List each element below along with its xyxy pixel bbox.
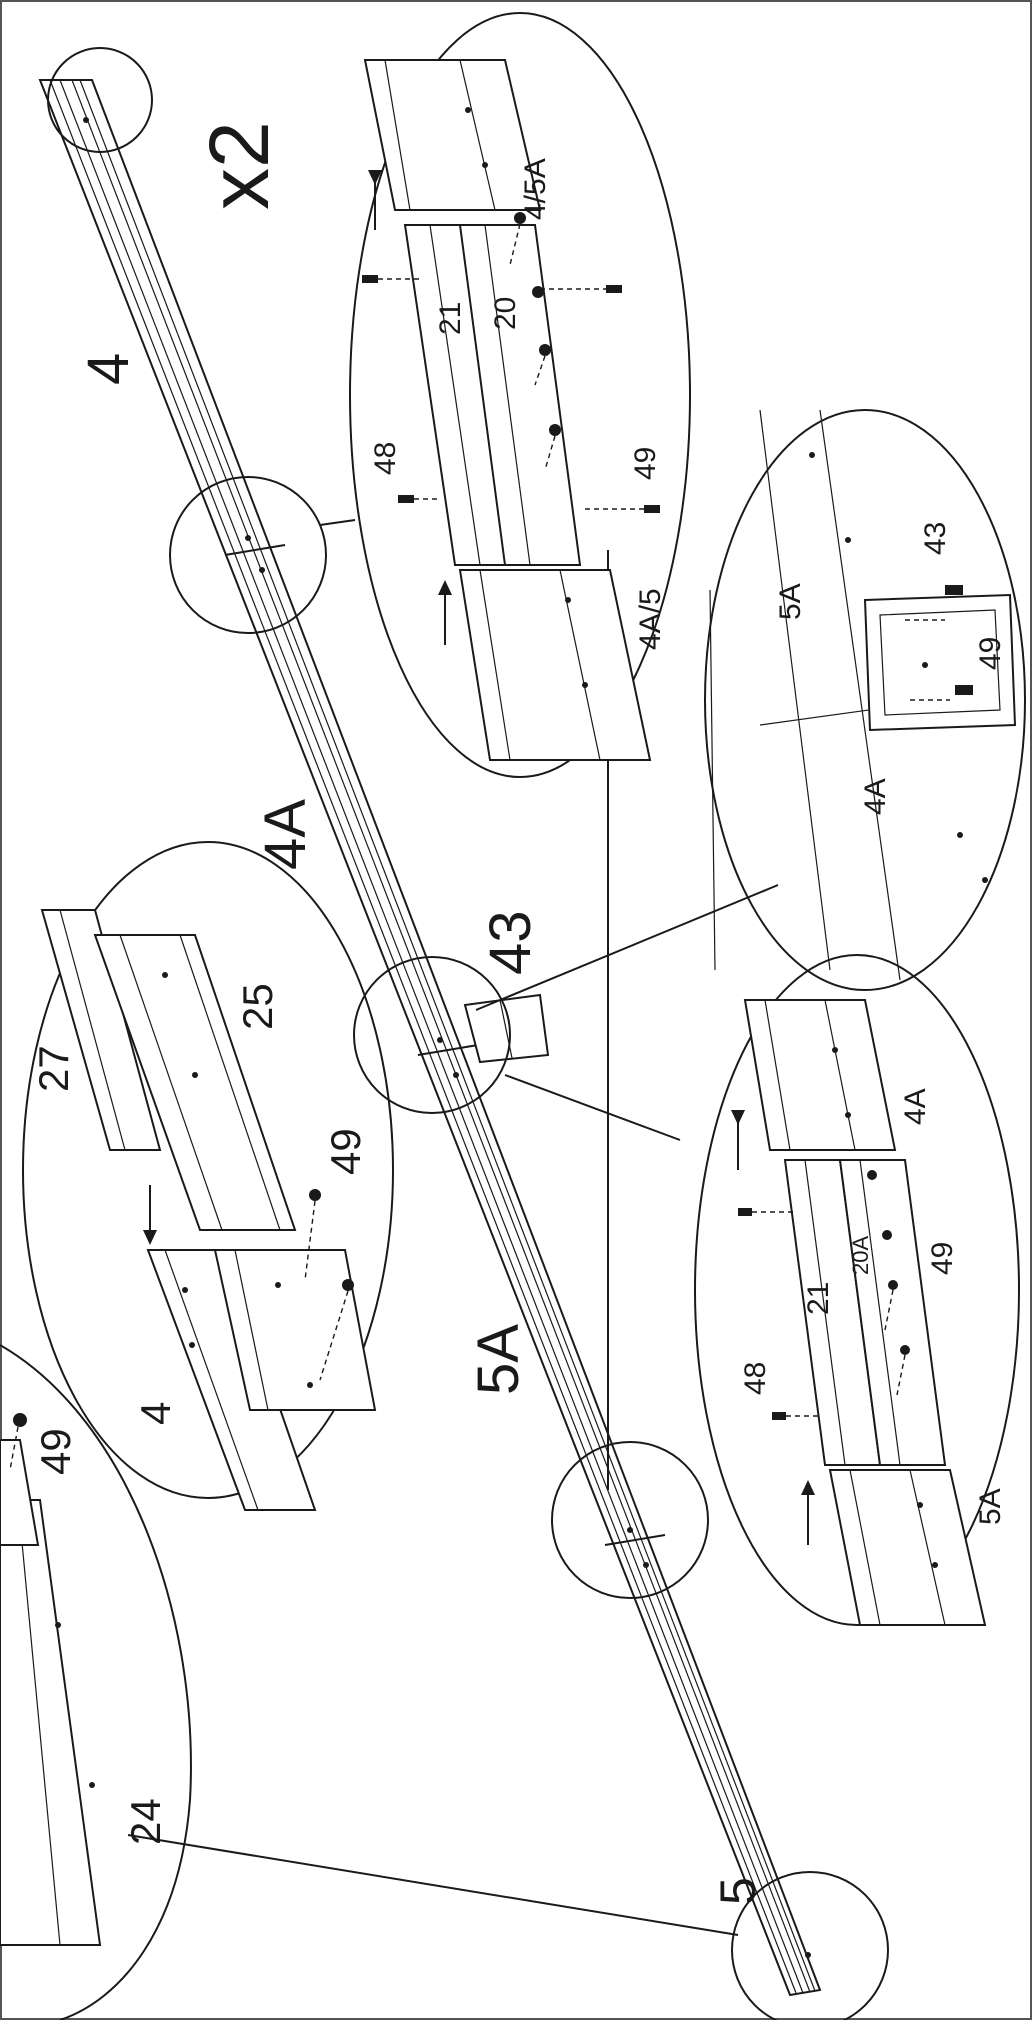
detail-mr-label-bolt: 49 (974, 637, 1007, 670)
detail-br-label-bolt-a: 48 (739, 1362, 772, 1395)
bracket-43-main (463, 993, 550, 1064)
label-part-4: 4 (76, 353, 141, 385)
detail-tr-label-nut: 20 (489, 297, 522, 330)
detail-tl-label-end-cap: 25 (234, 983, 281, 1030)
detail-tr-label-right-rail: 4/5A (519, 158, 552, 220)
callout-circle-bracket (353, 956, 511, 1114)
label-quantity: x2 (192, 121, 286, 210)
main-rail (38, 79, 822, 1997)
detail-tr-label-splice: 21 (434, 302, 467, 335)
detail-bottom-left: 49 24 (0, 1344, 192, 2021)
detail-tr-label-left-rail: 4A/5 (634, 588, 667, 650)
callout-circle-end-4 (47, 47, 153, 153)
detail-top-left: 27 25 49 4 (22, 841, 394, 1511)
bolts-bottom-right (738, 1170, 910, 1420)
label-part-5a: 5A (466, 1324, 531, 1395)
callout-circle-end-5 (731, 1871, 889, 2025)
label-part-5: 5 (710, 1877, 766, 1905)
detail-mr-label-right-rail: 4A (859, 778, 892, 815)
detail-br-label-bolt-b: 49 (926, 1242, 959, 1275)
callout-circle-joint-lower (551, 1441, 709, 1599)
detail-br-label-nut: 20A (848, 1236, 873, 1275)
detail-middle-right: 5A 43 49 4A (704, 409, 1026, 991)
bolts-top-right (362, 212, 660, 513)
label-part-43: 43 (478, 910, 543, 975)
callout-circle-joint-upper (169, 476, 327, 634)
detail-tl-label-insert: 27 (30, 1045, 77, 1092)
detail-tr-label-bolt-b: 49 (629, 447, 662, 480)
detail-tr-label-bolt-a: 48 (369, 442, 402, 475)
detail-top-right: 4/5A 21 20 48 49 4A/5 (349, 12, 691, 778)
detail-br-label-left-rail: 5A (974, 1488, 1007, 1525)
detail-br-label-right-rail: 4A (899, 1088, 932, 1125)
detail-bottom-right: 4A 20A 21 49 48 5A (694, 954, 1020, 1626)
detail-mr-label-left-rail: 5A (774, 583, 807, 620)
leader-lines (127, 519, 779, 1936)
detail-bl-label-bolt: 49 (32, 1428, 79, 1475)
detail-mr-label-bracket: 43 (919, 522, 952, 555)
detail-tl-label-rail: 4 (132, 1402, 179, 1425)
detail-tl-label-bolt: 49 (322, 1128, 369, 1175)
detail-bl-label-end-cap: 24 (122, 1798, 169, 1845)
label-part-4a: 4A (253, 799, 318, 870)
detail-br-label-splice: 21 (802, 1282, 835, 1315)
